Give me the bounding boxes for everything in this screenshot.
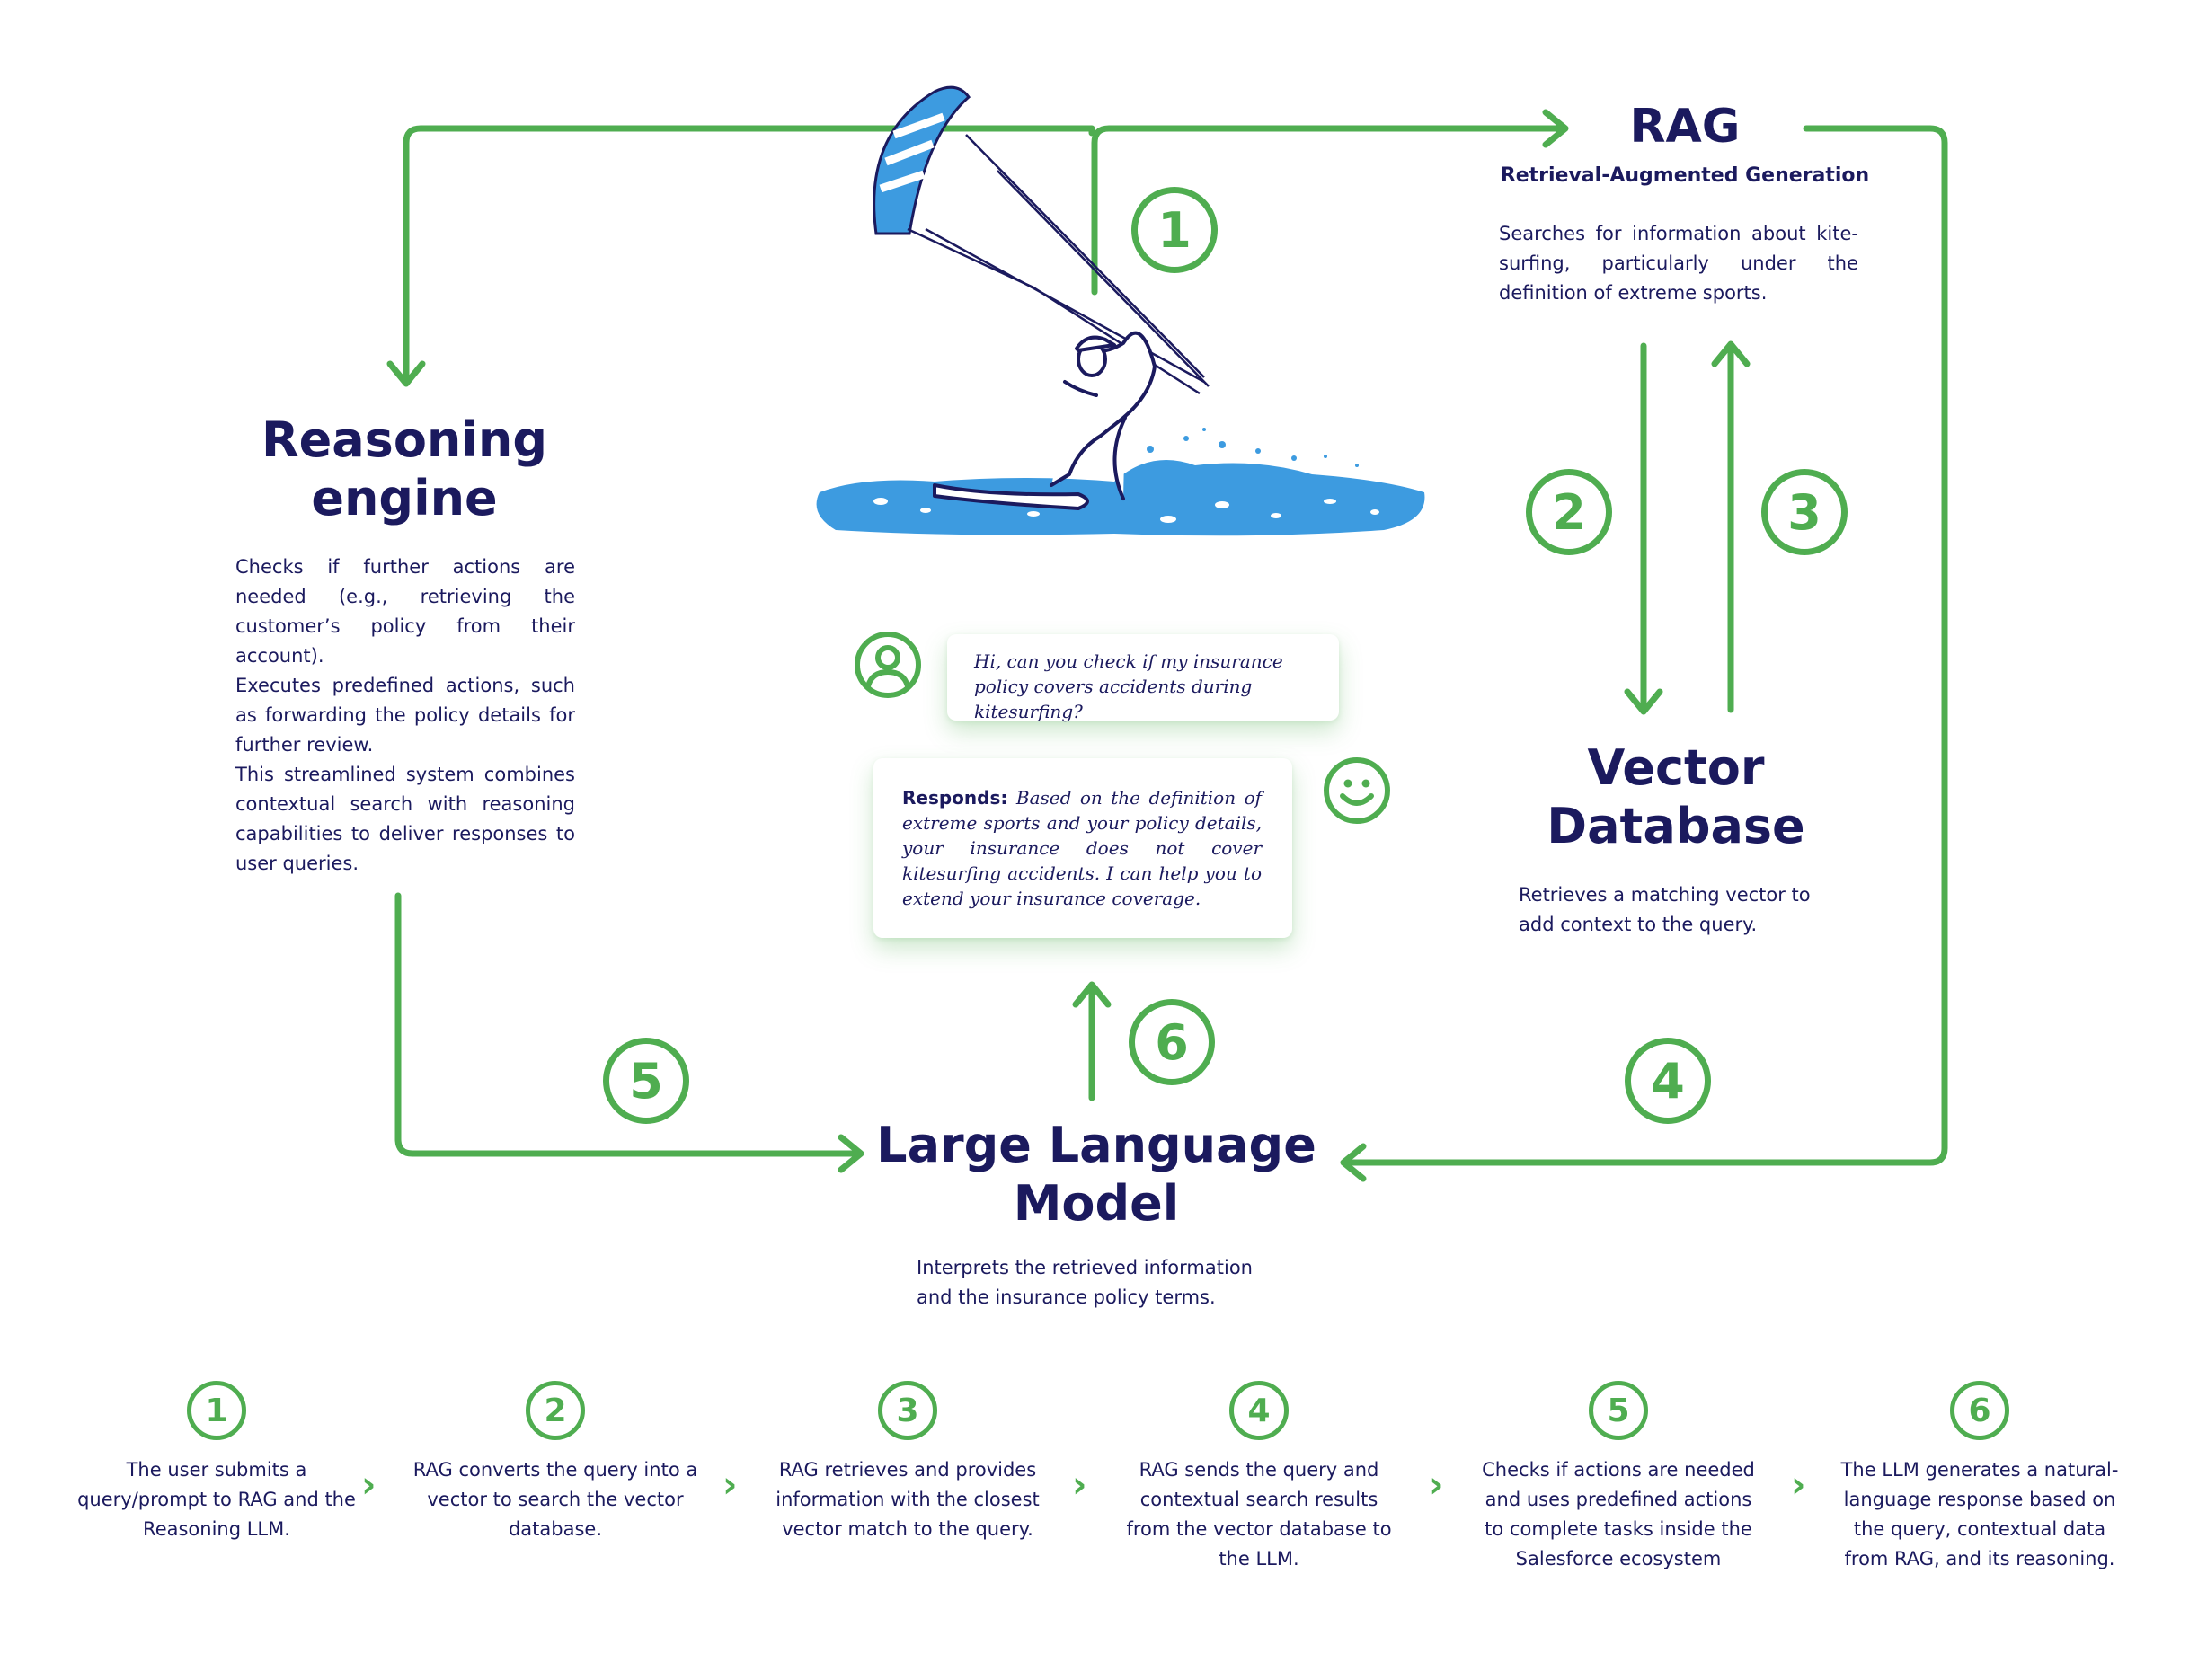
flow-badge-4: 4: [1625, 1038, 1711, 1124]
reasoning-description-p3: This streamlined system combines context…: [235, 764, 575, 874]
step-number-badge: 1: [187, 1381, 246, 1440]
step-description: RAG retrieves and provides information w…: [776, 1459, 1040, 1540]
reasoning-title-line2: engine: [311, 469, 498, 526]
llm-title-line2: Model: [1013, 1174, 1180, 1232]
arrowhead-up-rag: [1711, 340, 1751, 367]
response-bubble: Responds: Based on the definition of ext…: [873, 758, 1292, 938]
rag-title: RAG: [1629, 100, 1741, 154]
step-description: The user submits a query/prompt to RAG a…: [77, 1459, 356, 1540]
arrowhead-left-llm: [1340, 1143, 1367, 1182]
flow-badge-3: 3: [1761, 469, 1848, 555]
chevron-right-icon: ›: [361, 1464, 377, 1506]
rag-description: Searches for information about kite-surf…: [1499, 223, 1858, 304]
chevron-right-icon: ›: [722, 1464, 738, 1506]
arrowhead-up-response: [1072, 981, 1112, 1008]
user-message-text: Hi, can you check if my insurance policy…: [974, 650, 1283, 722]
connector-step-5: [394, 892, 863, 1157]
step-description: RAG sends the query and contextual searc…: [1126, 1459, 1392, 1569]
vector-db-description: Retrieves a matching vector to add conte…: [1519, 884, 1811, 935]
step-description: RAG converts the query into a vector to …: [412, 1459, 698, 1540]
step-number-badge: 5: [1589, 1381, 1648, 1440]
step-number-badge: 2: [526, 1381, 585, 1440]
connector-step-1: [1091, 125, 1567, 296]
connector-step-4: [1342, 125, 1948, 1166]
rag-subtitle: Retrieval-Augmented Generation: [1500, 164, 1870, 187]
kitesurfer-illustration: [816, 85, 1425, 536]
reasoning-title-line1: Reasoning: [261, 411, 547, 468]
reasoning-description-p1: Checks if further actions are needed (e.…: [235, 556, 575, 667]
chevron-right-icon: ›: [1791, 1464, 1806, 1506]
chevron-right-icon: ›: [1072, 1464, 1087, 1506]
arrowhead-down-vector: [1624, 688, 1663, 715]
reasoning-description: Checks if further actions are needed (e.…: [235, 553, 575, 879]
chevron-right-icon: ›: [1429, 1464, 1444, 1506]
kiteboard: [933, 483, 1089, 510]
step-description: The LLM generates a natural-language res…: [1840, 1459, 2119, 1569]
connector-kite-to-reasoning: [403, 125, 1095, 385]
flow-badge-5: 5: [603, 1038, 689, 1124]
llm-title: Large Language Model: [863, 1117, 1330, 1233]
step-description: Checks if actions are needed and uses pr…: [1482, 1459, 1755, 1569]
arrowhead-right-llm: [838, 1134, 864, 1173]
surfer-body: [1050, 331, 1157, 487]
response-text: Based on the definition of extreme sport…: [902, 787, 1263, 909]
reasoning-description-p2: Executes predefined actions, such as for…: [235, 675, 575, 756]
vector-db-title: Vector Database: [1492, 739, 1860, 856]
step-number-badge: 4: [1229, 1381, 1289, 1440]
kite: [873, 85, 971, 235]
smiley-face-icon: [1323, 756, 1391, 828]
arrowhead-right-rag: [1542, 109, 1569, 148]
llm-title-line1: Large Language: [876, 1117, 1316, 1173]
user-avatar-icon: [854, 631, 922, 703]
vector-db-title-line1: Vector: [1587, 739, 1765, 796]
response-label: Responds:: [902, 787, 1008, 809]
step-number-badge: 6: [1950, 1381, 2009, 1440]
llm-description: Interprets the retrieved information and…: [917, 1257, 1253, 1308]
vector-db-title-line2: Database: [1547, 797, 1805, 854]
step-number-badge: 3: [878, 1381, 937, 1440]
flow-badge-2: 2: [1526, 469, 1612, 555]
arrowhead-down-reasoning: [386, 360, 426, 387]
flow-badge-6: 6: [1129, 999, 1215, 1085]
flow-badge-1: 1: [1131, 187, 1218, 273]
reasoning-title: Reasoning engine: [225, 411, 584, 528]
user-message-bubble: Hi, can you check if my insurance policy…: [947, 634, 1339, 722]
